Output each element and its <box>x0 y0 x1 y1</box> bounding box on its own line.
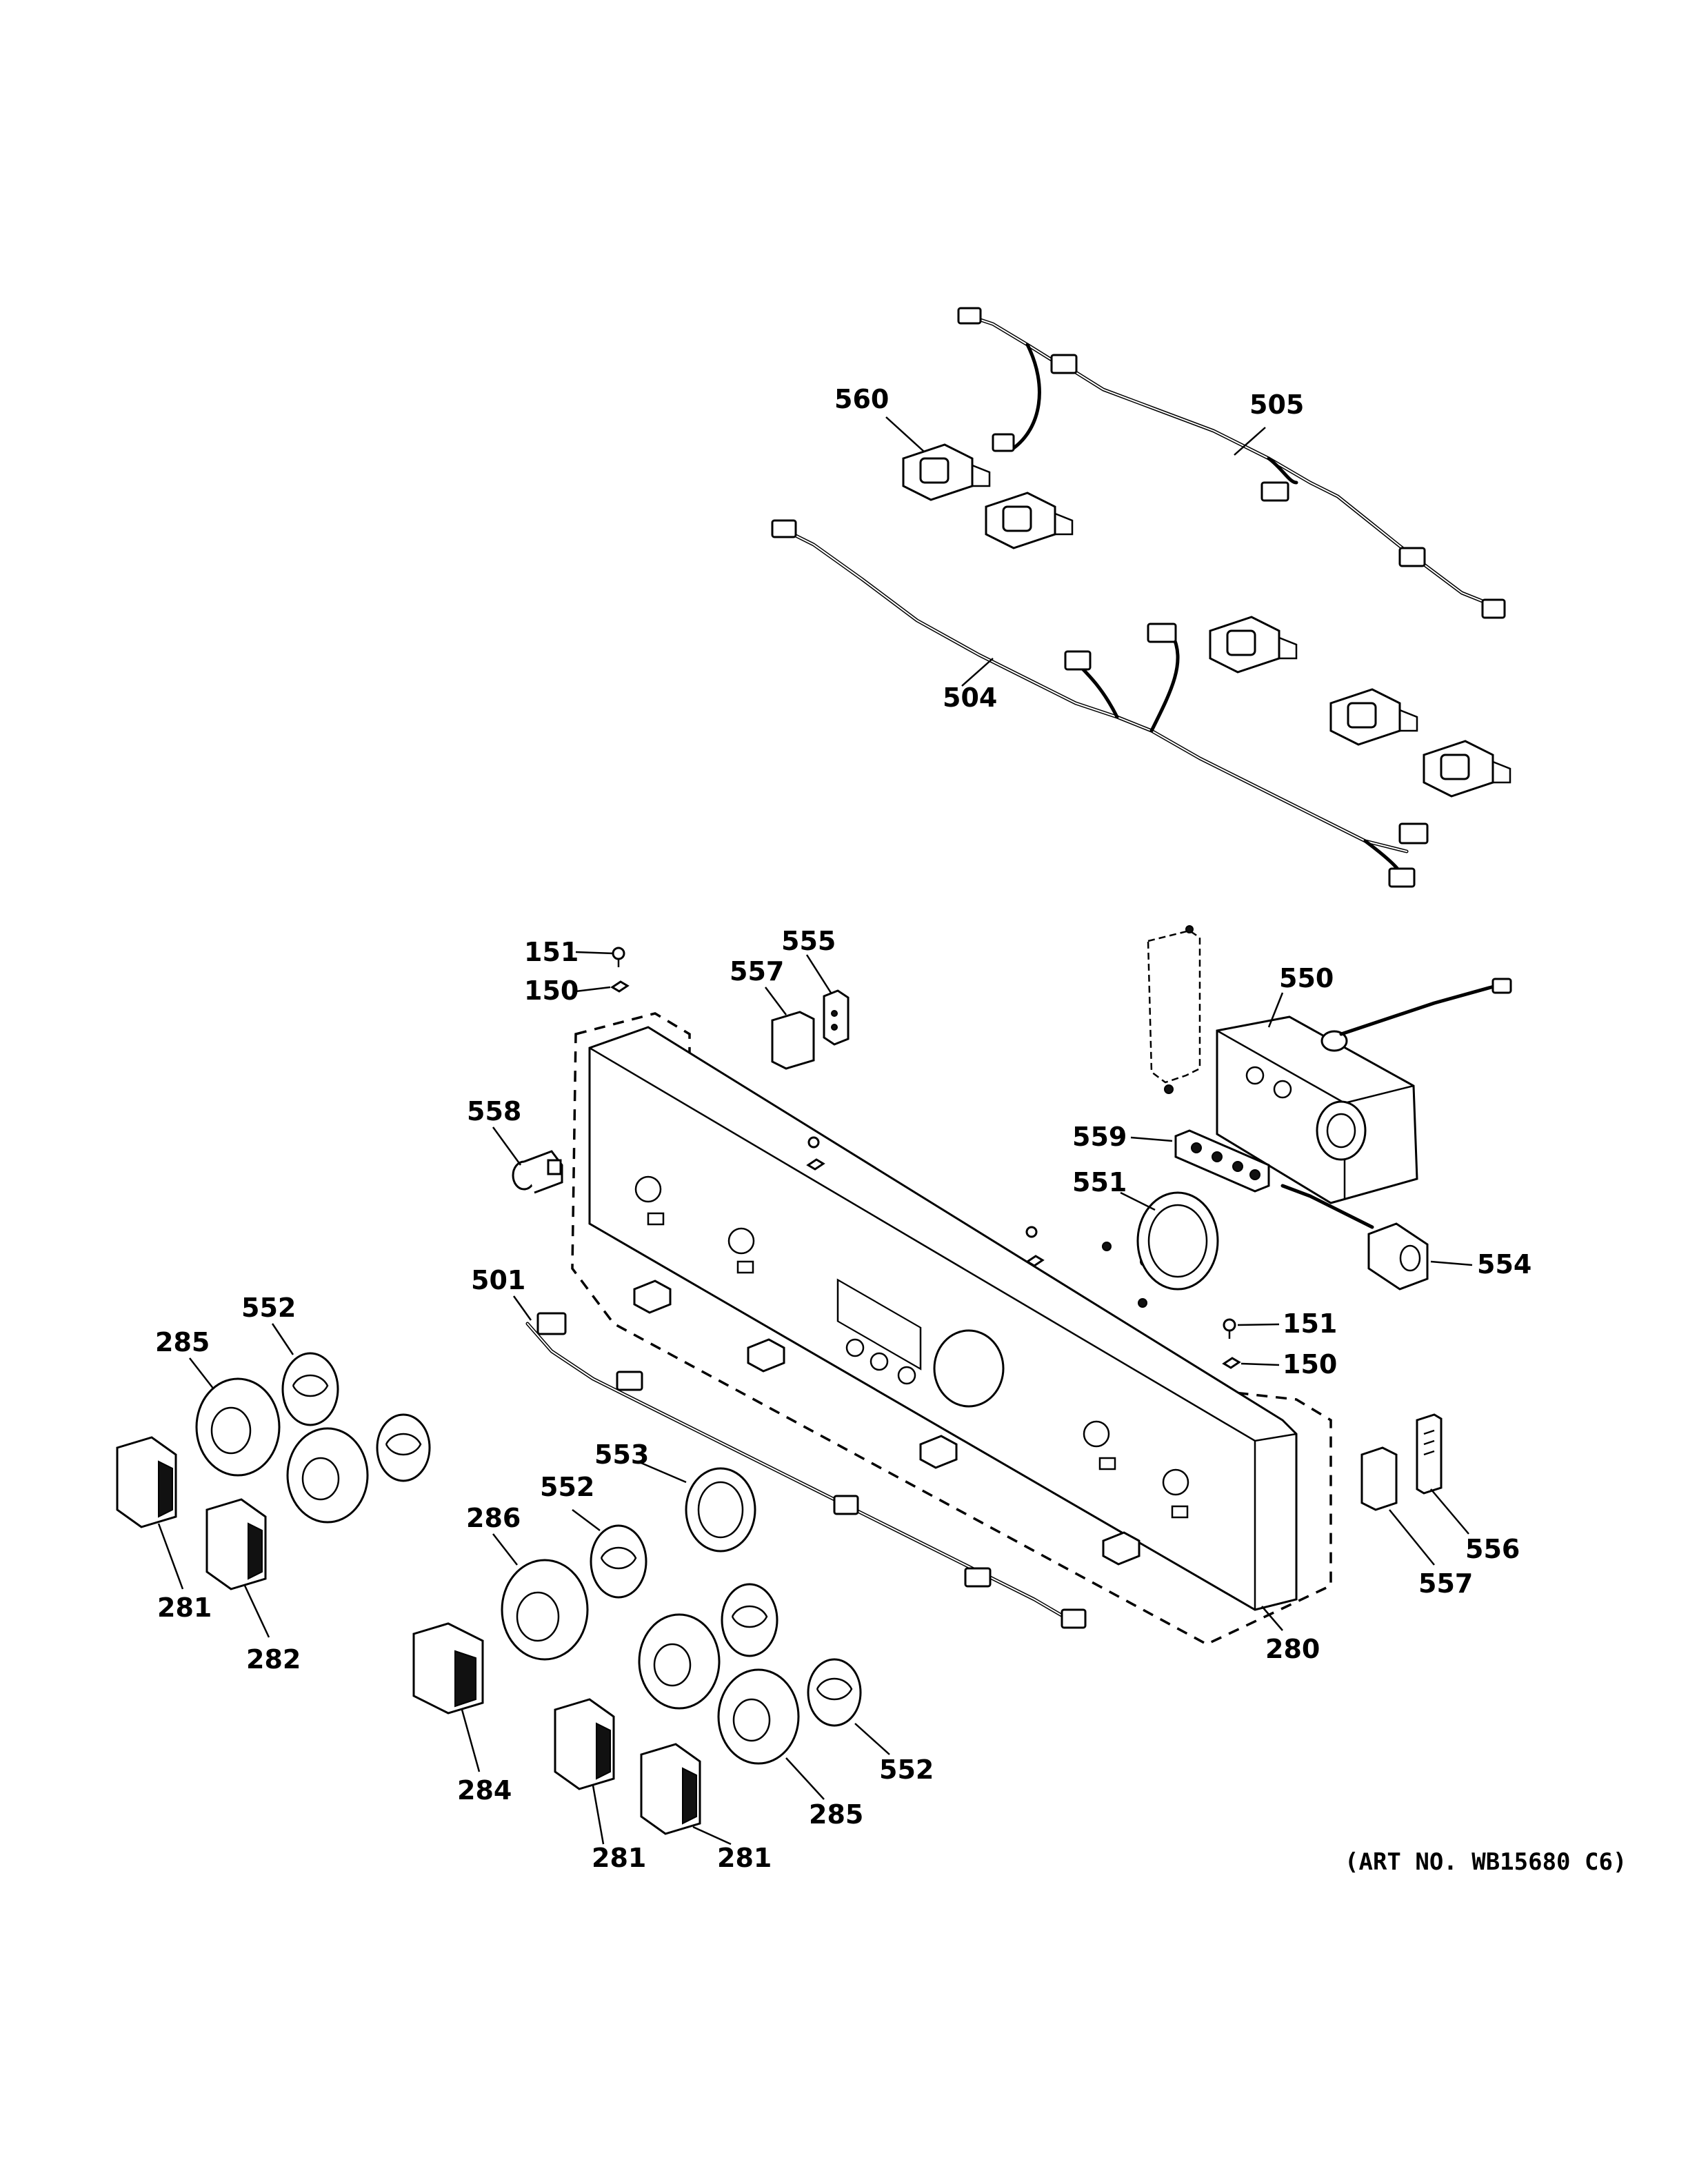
valve-module-group <box>902 443 1511 798</box>
callout-281-right: 281 <box>717 1843 772 1873</box>
callout-552-right: 552 <box>879 1755 934 1785</box>
part-557-upper <box>771 1011 815 1070</box>
art-number: (ART NO. WB15680 C6) <box>1345 1848 1627 1876</box>
wire-harness-505 <box>957 307 1506 619</box>
callout-556: 556 <box>1465 1534 1520 1564</box>
callout-505: 505 <box>1249 390 1304 420</box>
callout-554: 554 <box>1477 1249 1531 1280</box>
wire-harness-501 <box>525 1312 1087 1629</box>
part-559 <box>1174 1129 1270 1193</box>
callout-551: 551 <box>1072 1167 1127 1197</box>
callout-280: 280 <box>1265 1634 1320 1664</box>
callout-552-center: 552 <box>540 1472 594 1502</box>
callout-285-right: 285 <box>809 1799 863 1830</box>
callout-151-upper: 151 <box>524 937 579 967</box>
part-551-ring <box>1136 1191 1219 1291</box>
callout-501: 501 <box>471 1265 525 1295</box>
callout-281-left: 281 <box>157 1593 212 1623</box>
leader-lines <box>157 416 1473 1846</box>
screw-151-lower <box>1223 1318 1236 1339</box>
knob-group-center <box>412 1524 862 1835</box>
part-558 <box>512 1150 563 1194</box>
part-556 <box>1416 1413 1443 1495</box>
callout-151-lower: 151 <box>1283 1308 1337 1339</box>
part-550-control-module <box>1147 925 1512 1229</box>
callout-550: 550 <box>1279 963 1334 993</box>
callout-559: 559 <box>1072 1122 1127 1152</box>
callout-282: 282 <box>246 1644 301 1675</box>
part-554 <box>1367 1222 1429 1291</box>
clip-150-lower <box>1222 1357 1241 1369</box>
callout-504: 504 <box>943 682 997 713</box>
callout-553: 553 <box>594 1439 649 1470</box>
clip-150-upper <box>610 980 630 993</box>
callout-284: 284 <box>457 1775 512 1806</box>
callout-labels: 505 560 504 151 150 555 557 550 558 559 … <box>155 384 1627 1876</box>
callout-555: 555 <box>781 926 836 956</box>
callout-281-center: 281 <box>592 1843 646 1873</box>
callout-286: 286 <box>466 1503 521 1533</box>
callout-285-left: 285 <box>155 1327 210 1357</box>
callout-557-upper: 557 <box>730 956 784 987</box>
panel-cutouts <box>634 1175 1189 1519</box>
callout-150-lower: 150 <box>1283 1349 1337 1379</box>
wire-harness-504 <box>771 519 1429 888</box>
callout-552-left: 552 <box>241 1293 296 1323</box>
part-555 <box>823 989 850 1046</box>
callout-560: 560 <box>834 384 889 414</box>
part-553-ring <box>685 1467 756 1553</box>
control-panel-280 <box>571 1012 1332 1646</box>
callout-557-lower: 557 <box>1418 1568 1473 1599</box>
part-557-lower <box>1360 1446 1398 1511</box>
knob-group-left <box>116 1352 431 1590</box>
callout-558: 558 <box>467 1096 521 1126</box>
callout-150-upper: 150 <box>524 975 579 1006</box>
screw-151-upper <box>612 947 625 967</box>
panel-clips <box>633 1280 1141 1566</box>
